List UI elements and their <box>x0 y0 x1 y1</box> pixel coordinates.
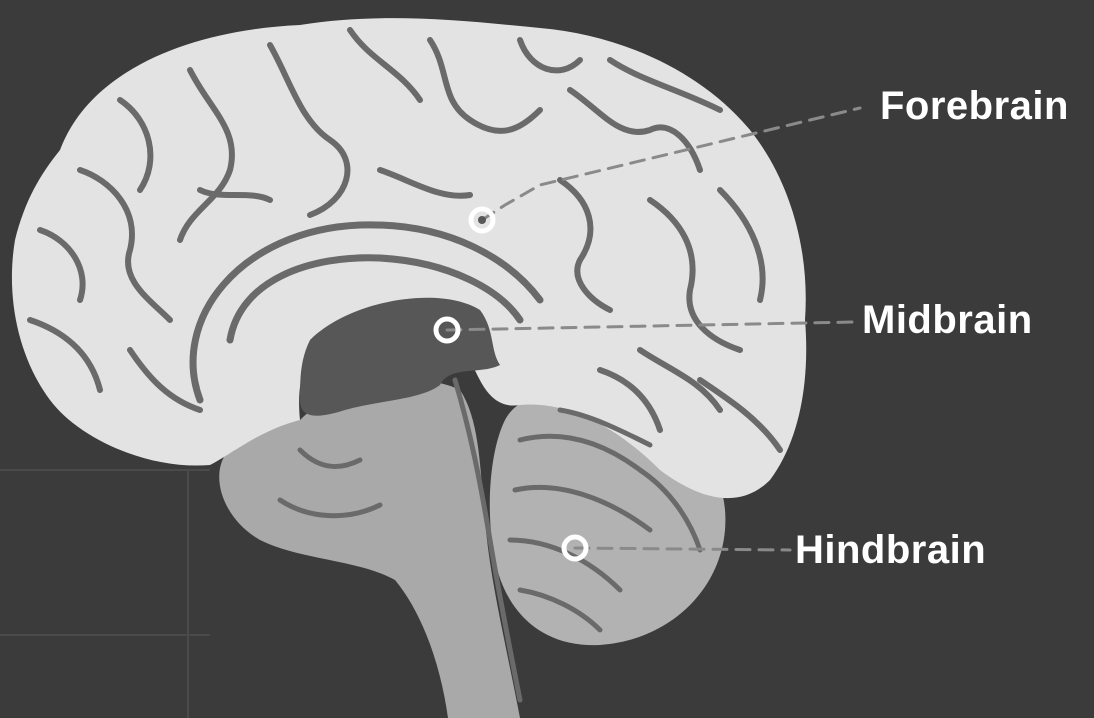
forebrain-label: Forebrain <box>880 86 1069 126</box>
background-guides <box>0 470 210 718</box>
hindbrain-label: Hindbrain <box>795 530 986 570</box>
midbrain-label: Midbrain <box>862 300 1033 340</box>
